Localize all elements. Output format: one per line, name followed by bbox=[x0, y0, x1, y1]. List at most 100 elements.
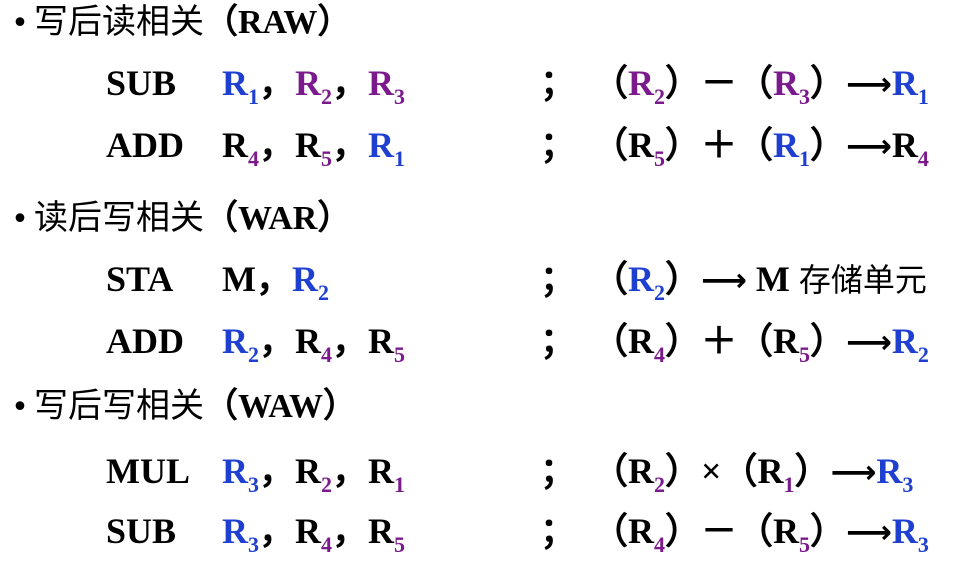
arrow-right-icon: ⟶ bbox=[846, 65, 892, 103]
operand-register: R5 bbox=[368, 321, 405, 366]
expression-register-subscript: 5 bbox=[799, 532, 811, 557]
expression-register: R3 bbox=[876, 451, 913, 496]
operand-register: R1 bbox=[368, 125, 405, 170]
section-heading: •写后写相关（WAW） bbox=[6, 384, 357, 428]
expression-symbol: ）＋（ bbox=[665, 321, 774, 361]
expression-register-subscript: 4 bbox=[917, 146, 929, 171]
bullet-icon: • bbox=[11, 390, 29, 425]
operand-register-base: R bbox=[368, 125, 395, 165]
operand-register: R2 bbox=[295, 451, 332, 496]
operand-register: R2 bbox=[222, 321, 259, 366]
operand-register-subscript: 5 bbox=[321, 146, 333, 171]
comment-marker: ； bbox=[540, 321, 577, 361]
expression-register-subscript: 5 bbox=[654, 146, 666, 171]
operation-expression: （R2）×（R1）⟶R3 bbox=[592, 446, 913, 497]
operand-register: R1 bbox=[222, 63, 259, 108]
expression-register-base: R bbox=[628, 259, 655, 299]
expression-symbol: ）＋（ bbox=[665, 125, 774, 165]
operand-register-base: R bbox=[222, 451, 248, 491]
operand-separator: ， bbox=[332, 125, 369, 165]
section-title: 读后写相关 bbox=[34, 198, 204, 238]
operand-register-base: R bbox=[222, 125, 248, 165]
operand-register-subscript: 5 bbox=[394, 342, 406, 367]
expression-register-base: R bbox=[628, 451, 655, 491]
comment-marker: ； bbox=[540, 125, 577, 165]
expression-register: R1 bbox=[891, 63, 929, 108]
opcode: STA bbox=[106, 259, 174, 299]
arrow-right-icon: ⟶ bbox=[830, 453, 877, 491]
expression-register-base: R bbox=[628, 511, 655, 551]
expression-symbol: ） bbox=[665, 259, 702, 299]
section-tag: （RAW） bbox=[204, 4, 352, 41]
expression-register-subscript: 2 bbox=[654, 84, 666, 109]
operand-register-base: R bbox=[295, 125, 322, 165]
bullet-icon: • bbox=[11, 202, 29, 237]
expression-symbol: （ bbox=[592, 321, 629, 361]
comment-marker: ； bbox=[540, 511, 577, 551]
operand-register-subscript: 1 bbox=[394, 472, 406, 497]
operand-register: R5 bbox=[295, 125, 332, 170]
operands: R2，R4，R5 bbox=[222, 316, 405, 366]
operand-separator: ， bbox=[332, 451, 369, 491]
operand-register-subscript: 2 bbox=[321, 472, 333, 497]
operand-register: R2 bbox=[295, 63, 332, 108]
operation-expression: （R5）＋（R1）⟶R4 bbox=[592, 120, 929, 171]
operand-register-subscript: 3 bbox=[248, 472, 259, 497]
operand-register-base: R bbox=[222, 321, 248, 361]
expression-register: R4 bbox=[628, 321, 665, 366]
opcode: MUL bbox=[106, 451, 190, 491]
operand-register-subscript: 4 bbox=[321, 532, 333, 557]
operand-register-base: R bbox=[295, 451, 322, 491]
operand-register-base: R bbox=[222, 511, 248, 551]
comment-marker: ； bbox=[540, 63, 577, 103]
opcode: SUB bbox=[106, 511, 177, 551]
expression-symbol: ） bbox=[794, 451, 831, 491]
expression-symbol: ） bbox=[810, 511, 847, 551]
expression-symbol: ）－（ bbox=[665, 511, 774, 551]
operand-register: R3 bbox=[368, 63, 405, 108]
operand-register-base: R bbox=[222, 63, 248, 103]
operand-register-base: R bbox=[368, 63, 395, 103]
operand-register-base: R bbox=[368, 321, 395, 361]
expression-symbol: （ bbox=[592, 451, 629, 491]
operand-register: R1 bbox=[368, 451, 405, 496]
operand-register: R4 bbox=[295, 511, 332, 556]
expression-register: R2 bbox=[891, 321, 929, 366]
operand-register-subscript: 2 bbox=[318, 280, 329, 305]
expression-register-base: R bbox=[891, 125, 918, 165]
arrow-right-icon: ⟶ bbox=[846, 323, 892, 361]
operand-register-base: R bbox=[368, 451, 395, 491]
expression-register-subscript: 2 bbox=[654, 472, 666, 497]
expression-register-subscript: 2 bbox=[654, 280, 666, 305]
expression-register-base: R bbox=[876, 451, 903, 491]
operand-register-base: M bbox=[222, 259, 256, 299]
operand-register: R4 bbox=[222, 125, 259, 170]
operand-register-subscript: 4 bbox=[321, 342, 333, 367]
memory-unit-label: 存储单元 bbox=[798, 261, 927, 299]
expression-register-base: R bbox=[891, 63, 918, 103]
expression-register-subscript: 3 bbox=[799, 84, 811, 109]
expression-symbol: ） bbox=[810, 321, 847, 361]
expression-register-subscript: 3 bbox=[917, 532, 929, 557]
expression-register-subscript: 1 bbox=[783, 472, 795, 497]
operands: R4，R5，R1 bbox=[222, 120, 405, 170]
expression-register: R1 bbox=[758, 451, 795, 496]
operands: R1，R2，R3 bbox=[222, 58, 405, 108]
expression-register: R2 bbox=[628, 259, 665, 304]
expression-register: R2 bbox=[628, 63, 665, 108]
operands: R3，R2，R1 bbox=[222, 446, 405, 496]
expression-register-subscript: 4 bbox=[654, 342, 666, 367]
operand-register-subscript: 5 bbox=[394, 532, 406, 557]
expression-register-subscript: 2 bbox=[917, 342, 929, 367]
operand-register-base: R bbox=[368, 511, 395, 551]
operands: R3，R4，R5 bbox=[222, 506, 405, 556]
arrow-right-icon: ⟶ bbox=[846, 513, 892, 551]
opcode: ADD bbox=[106, 125, 184, 165]
operand-register: R2 bbox=[292, 259, 329, 304]
expression-register-base: R bbox=[891, 321, 918, 361]
operand-separator: ， bbox=[332, 511, 369, 551]
